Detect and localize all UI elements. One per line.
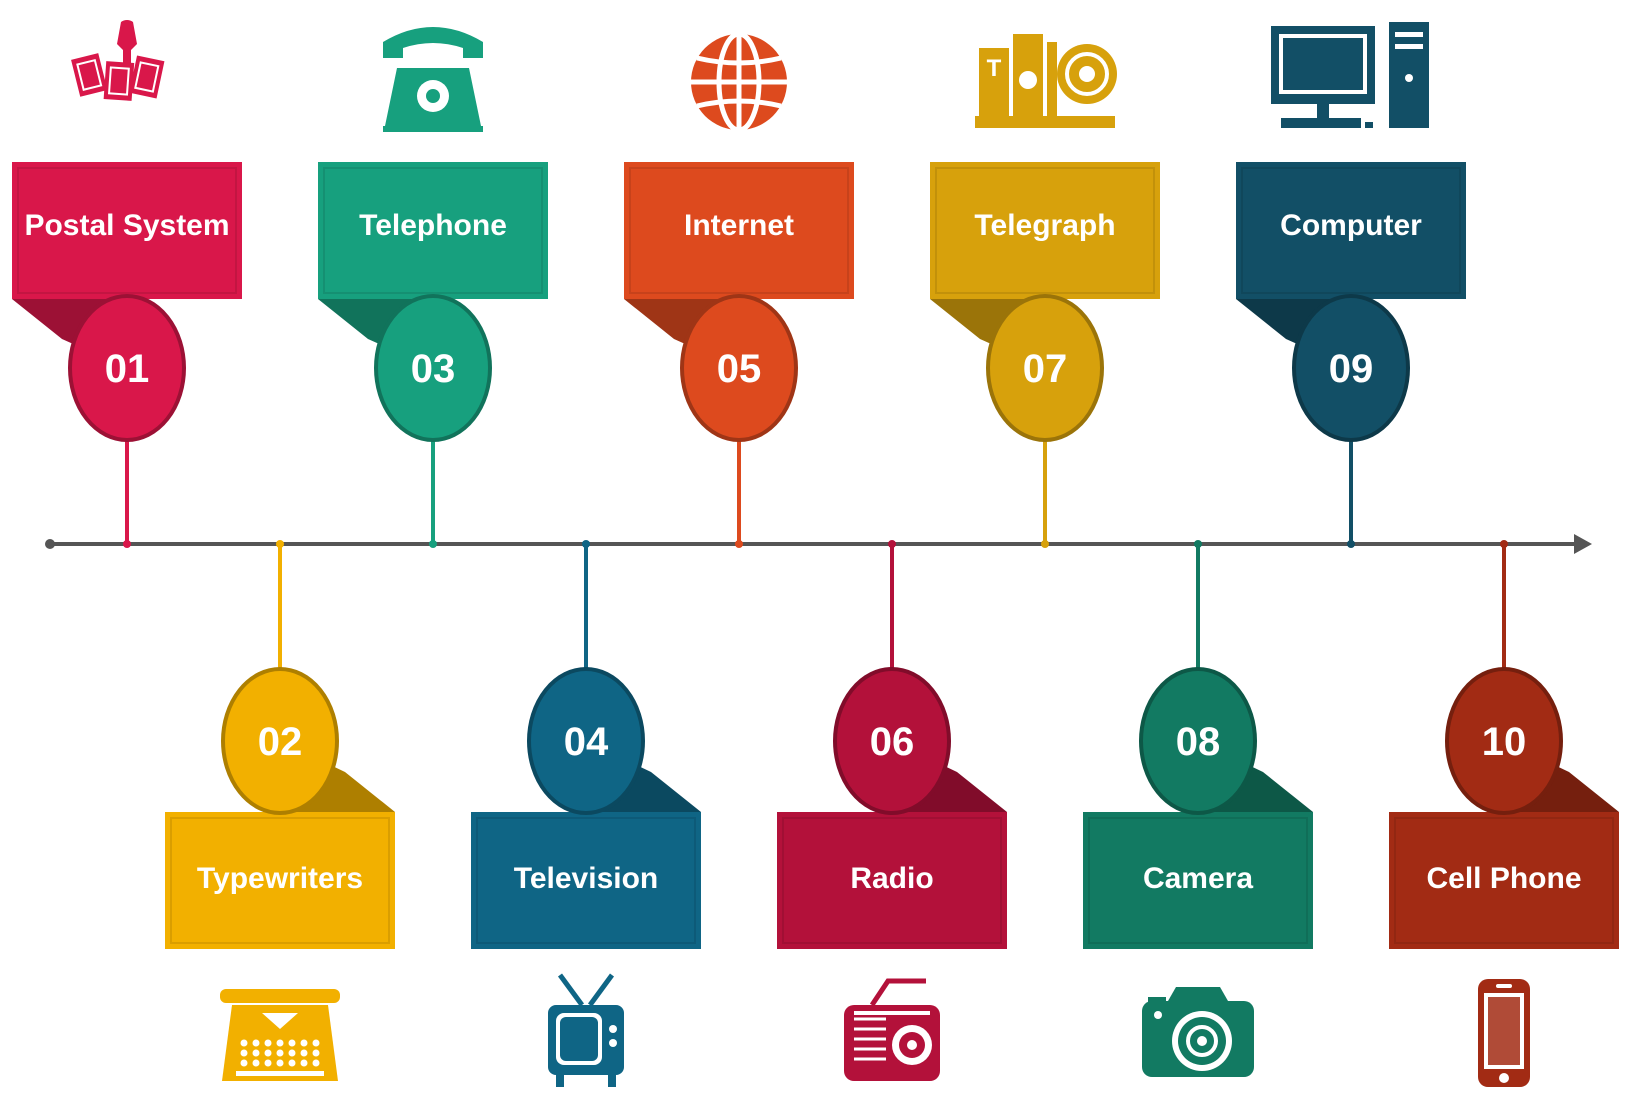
number-badge xyxy=(986,294,1104,442)
globe-icon xyxy=(691,31,787,133)
number-badge xyxy=(680,294,798,442)
cell-phone-icon xyxy=(1478,979,1530,1087)
label-box-inner-border xyxy=(782,817,1002,944)
number-badge xyxy=(527,667,645,815)
axis-marker xyxy=(429,540,437,548)
label-box xyxy=(1083,812,1313,949)
timeline-item-05: Internet 05 xyxy=(624,31,854,548)
timeline-item-09: Computer 09 xyxy=(1236,22,1466,548)
number-badge xyxy=(1139,667,1257,815)
axis-marker xyxy=(123,540,131,548)
label-box-inner-border xyxy=(170,817,390,944)
telephone-icon xyxy=(383,27,483,132)
label-box xyxy=(318,162,548,299)
label-box xyxy=(471,812,701,949)
timeline-item-01: Postal System 01 xyxy=(12,20,242,548)
timeline-item-10: Cell Phone 10 xyxy=(1389,540,1619,1087)
television-icon xyxy=(548,973,624,1087)
timeline-items: Postal System01Typewriters02Telephone03T… xyxy=(12,20,1619,1087)
label-text: Typewriters xyxy=(197,862,363,895)
timeline-item-08: Camera 08 xyxy=(1083,540,1313,1077)
axis-start-dot xyxy=(45,539,55,549)
camera-icon xyxy=(1142,987,1254,1077)
number-badge xyxy=(68,294,186,442)
label-text: Internet xyxy=(684,209,794,242)
axis-marker xyxy=(735,540,743,548)
typewriter-icon xyxy=(220,989,340,1081)
label-box-inner-border xyxy=(1088,817,1308,944)
timeline-item-02: Typewriters 02 xyxy=(165,540,395,1081)
axis-marker xyxy=(888,540,896,548)
computer-icon xyxy=(1271,22,1429,128)
postal-stamps-icon xyxy=(71,20,165,101)
label-text: Telegraph xyxy=(974,209,1115,242)
radio-icon xyxy=(844,978,940,1081)
number-badge xyxy=(833,667,951,815)
label-box xyxy=(777,812,1007,949)
number-text: 07 xyxy=(1023,347,1068,391)
label-text: Radio xyxy=(850,862,933,895)
label-box xyxy=(930,162,1160,299)
number-text: 09 xyxy=(1329,347,1374,391)
axis-marker xyxy=(582,540,590,548)
axis-marker xyxy=(1500,540,1508,548)
label-box-inner-border xyxy=(1394,817,1614,944)
label-text: Telephone xyxy=(359,209,507,242)
telegraph-icon: T xyxy=(975,34,1117,128)
axis-marker xyxy=(1041,540,1049,548)
label-box xyxy=(165,812,395,949)
number-badge xyxy=(221,667,339,815)
label-box xyxy=(1389,812,1619,949)
label-box-inner-border xyxy=(17,167,237,294)
label-text: Television xyxy=(514,862,659,895)
label-text: Camera xyxy=(1143,862,1253,895)
label-text: Computer xyxy=(1280,209,1422,242)
timeline-item-06: Radio 06 xyxy=(777,540,1007,1081)
number-text: 03 xyxy=(411,347,456,391)
number-text: 05 xyxy=(717,347,762,391)
label-box xyxy=(12,162,242,299)
axis-marker xyxy=(1194,540,1202,548)
label-box-inner-border xyxy=(1241,167,1461,294)
label-text: Cell Phone xyxy=(1426,862,1581,895)
number-text: 08 xyxy=(1176,720,1221,764)
number-text: 10 xyxy=(1482,720,1527,764)
label-box xyxy=(624,162,854,299)
timeline-item-07: Telegraph 07 T xyxy=(930,34,1160,548)
number-text: 04 xyxy=(564,720,609,764)
timeline-item-03: Telephone 03 xyxy=(318,27,548,548)
label-box-inner-border xyxy=(629,167,849,294)
number-text: 02 xyxy=(258,720,303,764)
label-box xyxy=(1236,162,1466,299)
label-box-inner-border xyxy=(476,817,696,944)
number-badge xyxy=(1445,667,1563,815)
axis-marker xyxy=(1347,540,1355,548)
label-text: Postal System xyxy=(24,209,229,242)
timeline-item-04: Television 04 xyxy=(471,540,701,1087)
number-text: 06 xyxy=(870,720,915,764)
number-badge xyxy=(374,294,492,442)
axis-marker xyxy=(276,540,284,548)
label-box-inner-border xyxy=(935,167,1155,294)
timeline-axis xyxy=(45,534,1592,554)
svg-text:T: T xyxy=(987,55,1002,82)
axis-arrow-head xyxy=(1574,534,1592,554)
number-badge xyxy=(1292,294,1410,442)
number-text: 01 xyxy=(105,347,150,391)
label-box-inner-border xyxy=(323,167,543,294)
